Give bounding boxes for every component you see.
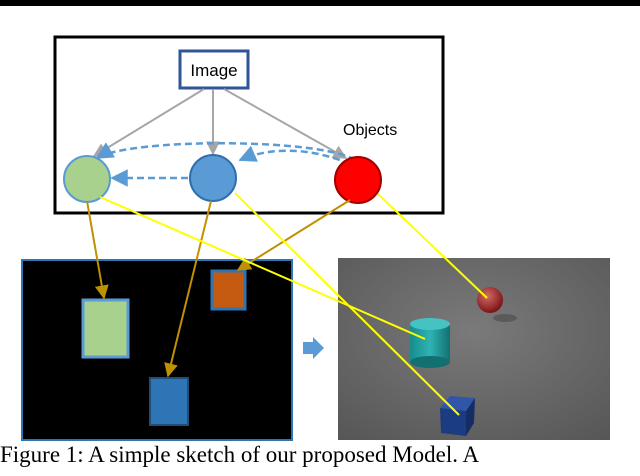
object-node-green xyxy=(63,155,111,203)
layout-box-blue xyxy=(149,377,189,426)
image-node-label: Image xyxy=(190,61,237,80)
link-green-node-to-box xyxy=(86,200,109,300)
figure-caption: Figure 1: A simple sketch of our propose… xyxy=(0,442,480,467)
top-rule xyxy=(0,0,640,6)
link-red-node-to-box xyxy=(236,199,351,271)
page-header-fragment xyxy=(500,0,640,14)
link-red-node-to-sphere xyxy=(377,193,488,299)
link-green-node-to-cylinder xyxy=(99,196,426,340)
object-node-red xyxy=(334,156,382,204)
layout-box-orange xyxy=(210,269,247,311)
image-node xyxy=(178,49,250,90)
link-blue-node-to-box xyxy=(164,200,212,378)
object-node-blue xyxy=(189,154,237,202)
tree-arrow-red xyxy=(223,88,348,159)
link-blue-node-to-cube xyxy=(234,192,460,416)
scene-blue-cube xyxy=(440,396,475,436)
scene-cyan-cylinder xyxy=(410,318,450,368)
layout-box-green xyxy=(81,298,130,359)
sibling-arrow-red-to-blue xyxy=(238,145,351,166)
transform-arrow-icon xyxy=(303,337,324,359)
objects-label: Objects xyxy=(343,122,397,139)
